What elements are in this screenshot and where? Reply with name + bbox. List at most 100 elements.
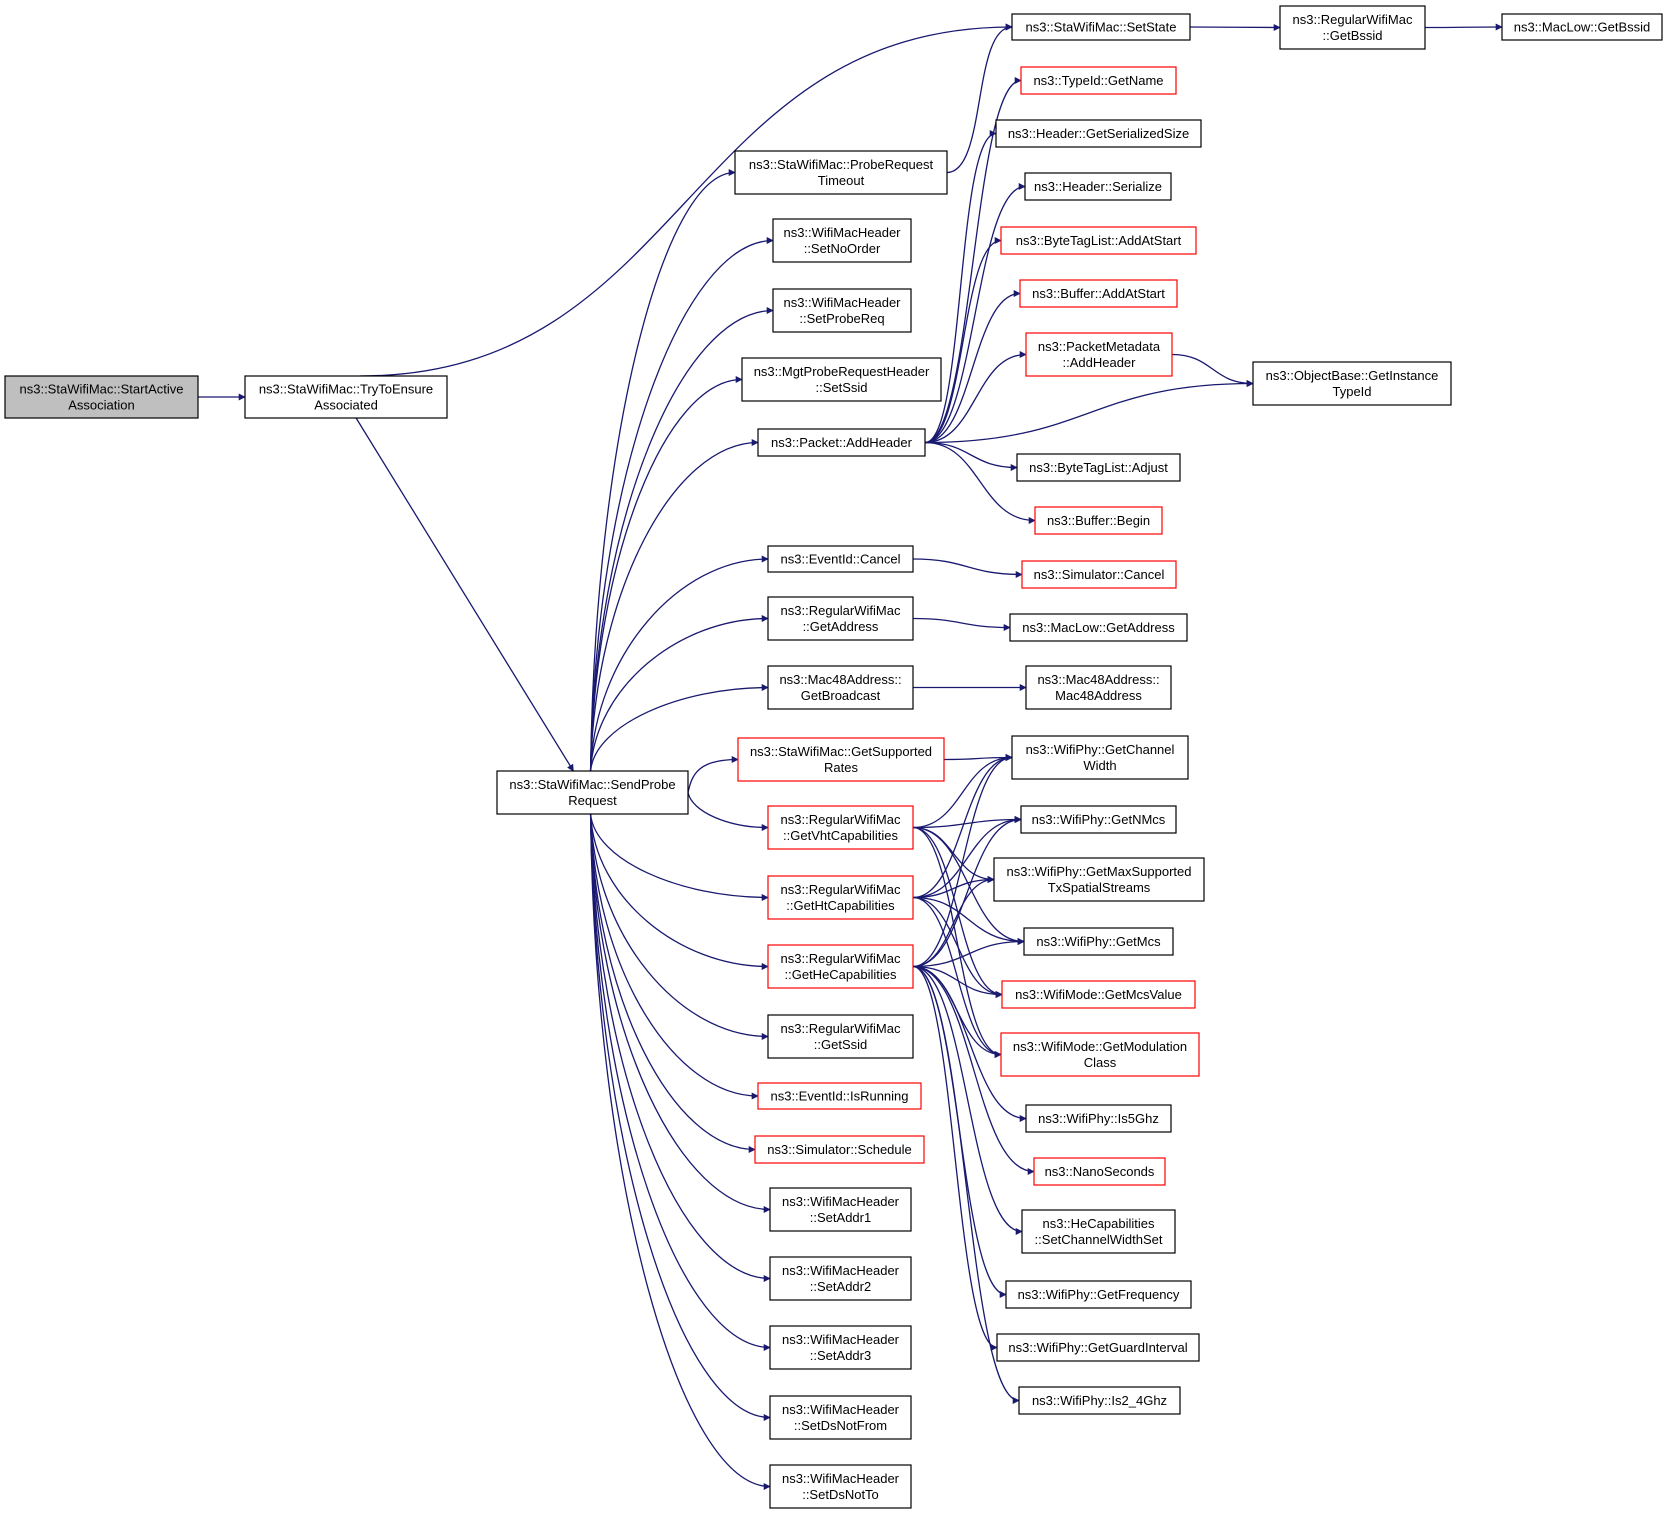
node-getguardinterval[interactable]: ns3::WifiPhy::GetGuardInterval [996, 1333, 1200, 1362]
node-maclow_getbssid[interactable]: ns3::MacLow::GetBssid [1501, 13, 1663, 41]
node-setaddr2[interactable]: ns3::WifiMacHeader::SetAddr2 [769, 1256, 912, 1301]
node-btl_adjust[interactable]: ns3::ByteTagList::Adjust [1016, 453, 1181, 482]
edge-sendprobe-to-setaddr2 [589, 813, 771, 1282]
edge-sendprobe-to-setdsnotto [589, 813, 771, 1490]
node-setprobereq[interactable]: ns3::WifiMacHeader::SetProbeReq [772, 288, 912, 333]
node-hdr_serialize[interactable]: ns3::Header::Serialize [1024, 172, 1172, 201]
edge-eventcancel-to-sim_cancel [912, 558, 1023, 578]
node-tryto-label-1: Associated [314, 398, 378, 413]
node-getvht[interactable]: ns3::RegularWifiMac::GetVhtCapabilities [767, 805, 914, 850]
node-typeid_getname-label-0: ns3::TypeId::GetName [1033, 73, 1163, 88]
node-eventcancel[interactable]: ns3::EventId::Cancel [767, 545, 914, 573]
node-buf_begin[interactable]: ns3::Buffer::Begin [1034, 506, 1163, 535]
node-getnmcs[interactable]: ns3::WifiPhy::GetNMcs [1020, 805, 1177, 834]
edge-sendprobe-to-setprobereq [589, 307, 774, 772]
node-getmodclass-label-1: Class [1084, 1055, 1117, 1070]
node-getbroadcast[interactable]: ns3::Mac48Address::GetBroadcast [767, 665, 914, 710]
node-setssid[interactable]: ns3::MgtProbeRequestHeader::SetSsid [741, 357, 942, 402]
edge-getht-to-getmcs [912, 896, 1025, 945]
node-schedule[interactable]: ns3::Simulator::Schedule [754, 1135, 925, 1164]
node-getmaxss[interactable]: ns3::WifiPhy::GetMaxSupportedTxSpatialSt… [993, 857, 1205, 902]
node-getbroadcast-label-0: ns3::Mac48Address:: [779, 672, 901, 687]
node-hdr_getsersize[interactable]: ns3::Header::GetSerializedSize [995, 119, 1202, 148]
edge-addheader-to-getinstancetypeid [924, 380, 1254, 444]
edge-getvht-to-getnmcs [912, 816, 1022, 829]
node-mac48ctor[interactable]: ns3::Mac48Address::Mac48Address [1025, 665, 1172, 710]
node-setnoorder-label-1: ::SetNoOrder [804, 241, 881, 256]
node-gethe-label-1: ::GetHeCapabilities [785, 967, 897, 982]
node-getsupportedrates-label-1: Rates [824, 760, 858, 775]
node-setprobereq-label-0: ns3::WifiMacHeader [783, 295, 901, 310]
node-mac48ctor-label-1: Mac48Address [1055, 688, 1142, 703]
node-setaddr1-label-1: ::SetAddr1 [810, 1210, 871, 1225]
edge-addheader-to-buf_begin [924, 441, 1036, 524]
node-typeid_getname[interactable]: ns3::TypeId::GetName [1020, 66, 1177, 95]
node-setnoorder[interactable]: ns3::WifiMacHeader::SetNoOrder [772, 218, 912, 263]
node-rwm_getbssid-label-0: ns3::RegularWifiMac [1293, 12, 1413, 27]
node-is5ghz[interactable]: ns3::WifiPhy::Is5Ghz [1025, 1104, 1172, 1133]
node-setaddr3[interactable]: ns3::WifiMacHeader::SetAddr3 [769, 1325, 912, 1370]
node-getinstancetypeid-label-0: ns3::ObjectBase::GetInstance [1266, 368, 1439, 383]
edge-getvht-to-getmaxss [912, 826, 995, 883]
node-setstate-label-0: ns3::StaWifiMac::SetState [1025, 20, 1176, 35]
edge-gethe-to-nanoseconds [912, 965, 1035, 1175]
node-rwm_getssid-label-0: ns3::RegularWifiMac [781, 1021, 901, 1036]
node-rwm_getssid[interactable]: ns3::RegularWifiMac::GetSsid [767, 1014, 914, 1059]
node-rwm_getbssid[interactable]: ns3::RegularWifiMac::GetBssid [1279, 5, 1426, 50]
node-start-label-0: ns3::StaWifiMac::StartActive [20, 382, 184, 397]
node-getchannelwidth-label-0: ns3::WifiPhy::GetChannel [1026, 742, 1175, 757]
node-getmcsvalue[interactable]: ns3::WifiMode::GetMcsValue [1001, 980, 1196, 1009]
node-nanoseconds[interactable]: ns3::NanoSeconds [1033, 1157, 1166, 1186]
edge-getht-to-getmcsvalue [912, 896, 1003, 998]
node-btl_addatstart[interactable]: ns3::ByteTagList::AddAtStart [1000, 226, 1197, 255]
node-setaddr2-label-0: ns3::WifiMacHeader [782, 1263, 900, 1278]
node-is2_4ghz[interactable]: ns3::WifiPhy::Is2_4Ghz [1018, 1386, 1181, 1415]
node-getvht-label-0: ns3::RegularWifiMac [781, 812, 901, 827]
edge-gethe-to-is5ghz [912, 965, 1027, 1122]
node-getmcs-label-0: ns3::WifiPhy::GetMcs [1036, 934, 1161, 949]
node-setdsnotto[interactable]: ns3::WifiMacHeader::SetDsNotTo [769, 1464, 912, 1509]
node-setstate[interactable]: ns3::StaWifiMac::SetState [1011, 13, 1191, 41]
node-probetimeout-label-0: ns3::StaWifiMac::ProbeRequest [749, 157, 934, 172]
edge-addheader-to-pm_addheader [924, 351, 1027, 444]
node-addheader[interactable]: ns3::Packet::AddHeader [757, 428, 926, 457]
node-is2_4ghz-label-0: ns3::WifiPhy::Is2_4Ghz [1032, 1393, 1167, 1408]
node-maclow_getaddress-label-0: ns3::MacLow::GetAddress [1022, 620, 1175, 635]
node-setaddr1-label-0: ns3::WifiMacHeader [782, 1194, 900, 1209]
node-getmcsvalue-label-0: ns3::WifiMode::GetMcsValue [1015, 987, 1182, 1002]
node-gethe[interactable]: ns3::RegularWifiMac::GetHeCapabilities [767, 944, 914, 989]
edge-sendprobe-to-getvht [687, 792, 769, 831]
edge-sendprobe-to-setaddr1 [589, 813, 771, 1213]
node-getvht-label-1: ::GetVhtCapabilities [783, 828, 898, 843]
edge-layer [198, 23, 1503, 1490]
node-isrunning[interactable]: ns3::EventId::IsRunning [757, 1082, 922, 1110]
edge-sendprobe-to-isrunning [589, 813, 759, 1100]
edge-sendprobe-to-getht [589, 813, 769, 901]
node-rwm_getaddress[interactable]: ns3::RegularWifiMac::GetAddress [767, 596, 914, 641]
edge-getsupportedrates-to-getchannelwidth [943, 754, 1013, 762]
node-setdsnotfrom[interactable]: ns3::WifiMacHeader::SetDsNotFrom [769, 1395, 912, 1440]
edge-gethe-to-getmcsvalue [912, 965, 1003, 998]
node-pm_addheader[interactable]: ns3::PacketMetadata::AddHeader [1025, 332, 1173, 377]
node-setchwidthset[interactable]: ns3::HeCapabilities::SetChannelWidthSet [1021, 1209, 1176, 1254]
node-setssid-label-1: ::SetSsid [815, 380, 867, 395]
node-getht[interactable]: ns3::RegularWifiMac::GetHtCapabilities [767, 875, 914, 920]
node-setaddr1[interactable]: ns3::WifiMacHeader::SetAddr1 [769, 1187, 912, 1232]
node-maclow_getaddress[interactable]: ns3::MacLow::GetAddress [1009, 613, 1188, 642]
edge-gethe-to-setchwidthset [912, 965, 1023, 1235]
edge-tryto-to-sendprobe [355, 417, 574, 772]
node-getfrequency[interactable]: ns3::WifiPhy::GetFrequency [1005, 1280, 1192, 1309]
edge-getht-to-getmodclass [912, 896, 1002, 1058]
node-getmcs[interactable]: ns3::WifiPhy::GetMcs [1023, 927, 1174, 956]
node-sim_cancel[interactable]: ns3::Simulator::Cancel [1021, 560, 1177, 589]
node-buf_addatstart[interactable]: ns3::Buffer::AddAtStart [1019, 279, 1178, 308]
